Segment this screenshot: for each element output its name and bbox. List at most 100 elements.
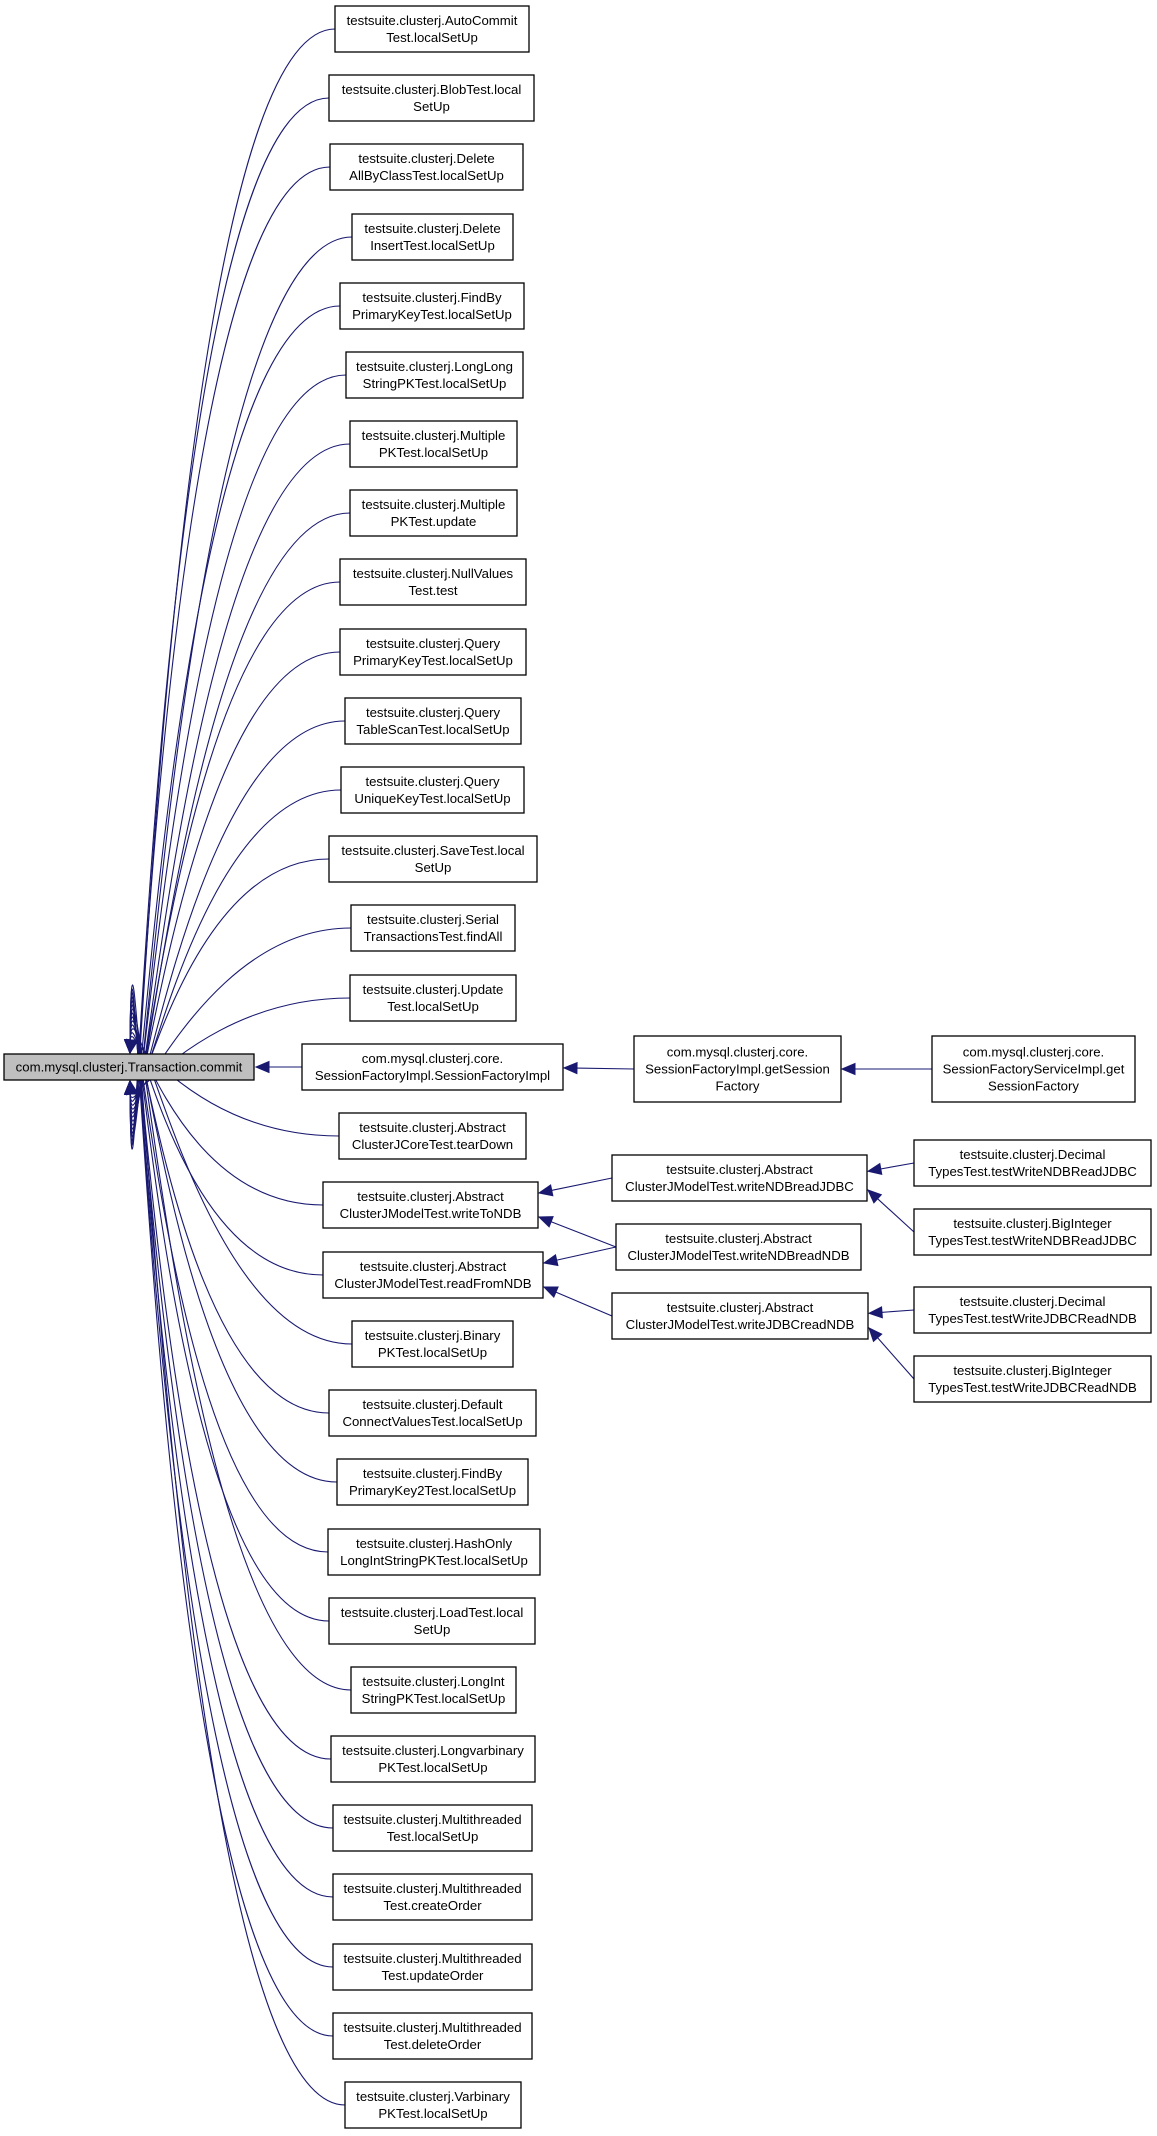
edge-line [129,1032,324,1276]
node-getsession[interactable]: com.mysql.clusterj.core.SessionFactoryIm… [633,1035,842,1103]
edge-arrowhead [867,1306,883,1319]
node-wjdbcrndb[interactable]: testsuite.clusterj.AbstractClusterJModel… [611,1292,869,1340]
node-longint[interactable]: testsuite.clusterj.LongIntStringPKTest.l… [350,1666,517,1714]
node-writetondb[interactable]: testsuite.clusterj.AbstractClusterJModel… [322,1181,539,1229]
node-box [334,5,530,53]
edge-arrowhead [840,1062,856,1076]
node-bigint1[interactable]: testsuite.clusterj.BigIntegerTypesTest.t… [913,1208,1152,1256]
edge-getsession-to-sfimpl [562,1061,635,1075]
node-bigint2[interactable]: testsuite.clusterj.BigIntegerTypesTest.t… [913,1355,1152,1403]
node-sfservice[interactable]: com.mysql.clusterj.core.SessionFactorySe… [931,1035,1136,1103]
node-varbinary[interactable]: testsuite.clusterj.VarbinaryPKTest.local… [344,2081,522,2129]
node-label-line: PrimaryKey2Test.localSetUp [349,1483,516,1498]
node-readfromndb[interactable]: testsuite.clusterj.AbstractClusterJModel… [322,1251,544,1299]
node-box [611,1292,869,1340]
node-decimal2[interactable]: testsuite.clusterj.DecimalTypesTest.test… [913,1286,1152,1334]
edge-longvarbinary-to-root [123,1004,332,1760]
node-querytable[interactable]: testsuite.clusterj.QueryTableScanTest.lo… [344,697,522,745]
node-load[interactable]: testsuite.clusterj.LoadTest.localSetUp [328,1597,536,1645]
node-decimal1[interactable]: testsuite.clusterj.DecimalTypesTest.test… [913,1139,1152,1187]
call-nodes: com.mysql.clusterj.Transaction.commit tes… [3,5,1152,2129]
node-label-line: testsuite.clusterj.AutoCommit [347,13,518,28]
node-label-line: SetUp [414,1622,451,1637]
node-mt1[interactable]: testsuite.clusterj.MultithreadedTest.loc… [332,1804,533,1852]
node-label-line: StringPKTest.localSetUp [363,376,507,391]
edge-line [554,1291,613,1317]
node-box [322,1251,544,1299]
node-mt4[interactable]: testsuite.clusterj.MultithreadedTest.del… [332,2012,533,2060]
node-label-line: testsuite.clusterj.Delete [364,221,500,236]
node-wndbrndb[interactable]: testsuite.clusterj.AbstractClusterJModel… [615,1223,862,1271]
node-label-line: testsuite.clusterj.FindBy [363,1466,503,1481]
edge-arrowhead [868,1327,883,1343]
node-wndbrjdbc[interactable]: testsuite.clusterj.AbstractClusterJModel… [611,1154,868,1202]
node-label-line: testsuite.clusterj.Binary [365,1328,501,1343]
node-label-line: testsuite.clusterj.LoadTest.local [341,1605,524,1620]
node-label-line: SetUp [413,99,450,114]
node-label-line: com.mysql.clusterj.core. [963,1045,1104,1060]
node-deleteall[interactable]: testsuite.clusterj.DeleteAllByClassTest.… [329,143,524,191]
node-label-line: testsuite.clusterj.Multithreaded [343,1812,521,1827]
node-longlong[interactable]: testsuite.clusterj.LongLongStringPKTest.… [345,351,524,399]
node-mt3[interactable]: testsuite.clusterj.MultithreadedTest.upd… [332,1943,533,1991]
node-save[interactable]: testsuite.clusterj.SaveTest.localSetUp [328,835,538,883]
node-box [349,420,518,468]
node-abscore[interactable]: testsuite.clusterj.AbstractClusterJCoreT… [338,1112,527,1160]
edge-arrowhead [542,1286,559,1299]
edge-line [880,1309,915,1313]
node-hashonly[interactable]: testsuite.clusterj.HashOnlyLongIntString… [327,1528,541,1576]
node-label-line: TypesTest.testWriteJDBCReadNDB [928,1380,1137,1395]
node-binarypk[interactable]: testsuite.clusterj.BinaryPKTest.localSet… [351,1320,514,1368]
node-findbypk[interactable]: testsuite.clusterj.FindByPrimaryKeyTest.… [339,282,525,330]
edge-line [876,1336,915,1380]
node-label-line: testsuite.clusterj.BigInteger [953,1216,1112,1231]
node-label-line: testsuite.clusterj.HashOnly [356,1536,513,1551]
node-multiplepk[interactable]: testsuite.clusterj.MultiplePKTest.localS… [349,420,518,468]
node-querypk[interactable]: testsuite.clusterj.QueryPrimaryKeyTest.l… [339,628,527,676]
node-label-line: testsuite.clusterj.Varbinary [356,2089,510,2104]
edge-arrowhead [537,1184,554,1197]
node-findbypk2[interactable]: testsuite.clusterj.FindByPrimaryKey2Test… [336,1458,529,1506]
node-box [322,1181,539,1229]
node-box [328,1389,537,1437]
node-box [633,1035,842,1103]
node-blob[interactable]: testsuite.clusterj.BlobTest.localSetUp [328,74,535,122]
node-label-line: SessionFactoryImpl.SessionFactoryImpl [315,1068,550,1083]
edge-line [879,1162,915,1170]
node-root[interactable]: com.mysql.clusterj.Transaction.commit [3,1053,255,1081]
edge-longlong-to-root [123,374,347,1130]
node-box [327,1528,541,1576]
edge-line [549,1220,617,1248]
edge-wjdbcrndb-to-readfromndb [542,1286,613,1317]
edge-bigint1-to-wndbrjdbc [867,1189,915,1233]
edge-line [129,1024,330,1414]
node-defaultconnect[interactable]: testsuite.clusterj.DefaultConnectValuesT… [328,1389,537,1437]
edge-line [129,1036,324,1206]
edge-decimal2-to-wjdbcrndb [867,1306,915,1319]
node-sfimpl[interactable]: com.mysql.clusterj.core.SessionFactoryIm… [301,1043,564,1091]
edge-wndbrjdbc-to-writetondb [537,1177,613,1197]
node-mt2[interactable]: testsuite.clusterj.MultithreadedTest.cre… [332,1873,533,1921]
node-deleteinsert[interactable]: testsuite.clusterj.DeleteInsertTest.loca… [351,213,514,261]
edge-arrowhead [867,1189,883,1204]
node-serial[interactable]: testsuite.clusterj.SerialTransactionsTes… [350,904,516,952]
edge-mt2-to-root [123,996,334,1898]
node-box [351,1320,514,1368]
edge-arrowhead [562,1061,578,1075]
edge-line [129,988,334,2037]
node-box [339,628,527,676]
edge-deleteinsert-to-root [123,236,353,1138]
node-label-line: testsuite.clusterj.NullValues [353,566,514,581]
node-autocommit[interactable]: testsuite.clusterj.AutoCommitTest.localS… [334,5,530,53]
node-label-line: PKTest.localSetUp [378,1345,487,1360]
edge-line [129,28,336,1150]
edge-line [129,236,353,1138]
node-longvarbinary[interactable]: testsuite.clusterj.LongvarbinaryPKTest.l… [330,1735,536,1783]
node-label-line: testsuite.clusterj.BigInteger [953,1363,1112,1378]
node-queryunique[interactable]: testsuite.clusterj.QueryUniqueKeyTest.lo… [340,766,525,814]
edge-wndbrndb-to-readfromndb [542,1246,617,1267]
node-label-line: PrimaryKeyTest.localSetUp [352,307,512,322]
